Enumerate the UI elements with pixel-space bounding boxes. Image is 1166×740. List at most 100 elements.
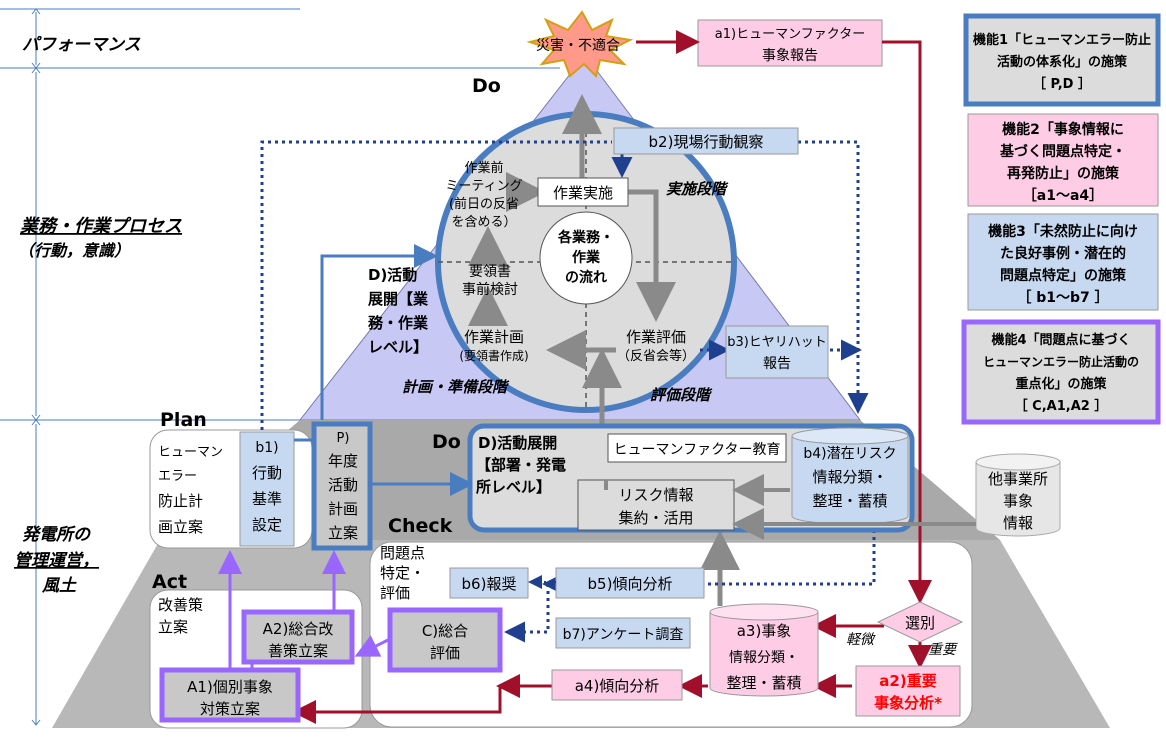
legend-4-line4: ［ C,A1,A2 ］ [1015,398,1108,414]
work-eval-sub: （反省会等） [617,348,695,364]
a1cap-box [159,667,301,723]
a4-label: a4)傾向分析 [575,677,660,695]
selection-diamond [876,601,964,643]
meeting-line4: を含める） [451,214,516,230]
plan-title-line2: エラー [158,469,197,484]
eval-phase-label: 評価段階 [650,386,713,404]
b2-box [613,127,799,155]
accident-star: 災害・不適合 [526,10,634,78]
legend-2-line3: 再発防止」の施策 [1007,165,1120,182]
a1cap-line2: 対策立案 [200,700,260,718]
a1-report-box [697,19,883,67]
legend-3-line1: 機能3「未然防止に向け [988,223,1138,240]
work-exec-label: 作業実施 [553,184,613,202]
legend-3-line2: た良好事例・潜在的 [1000,245,1126,262]
plan-title-line4: 画立案 [158,518,203,536]
plan-title-line1: ヒューマン [158,445,223,460]
d-dept-line1: D)活動展開 [478,434,557,452]
a2cap-box [241,609,355,665]
a2-line2: 事象分析* [874,694,942,712]
cycle-center [539,211,633,305]
p-line2: 年度 [328,452,358,470]
legend-3-line4: ［ b1～b7 ］ [1017,289,1108,306]
center-line1: 各業務・ [557,229,614,246]
c-eval-line1: C)総合 [422,622,468,640]
p-line4: 計画 [328,500,358,518]
other-site-line1: 他事業所 [988,470,1048,488]
work-plan-sub: (要領書作成) [459,348,528,363]
procedure-line1: 要領書 [469,263,511,280]
d-dept-line2: 【部署・発電 [476,456,566,474]
a1-line1: a1)ヒューマンファクター [715,27,865,42]
selection-label: 選別 [905,614,935,632]
gray-dept-arrows [604,474,976,540]
other-site-line3: 情報 [1003,514,1033,532]
a1cap-line1: A1)個別事象 [187,678,273,696]
legend-1-line1: 機能1「ヒューマンエラー防止 [973,32,1151,48]
b1-box [239,431,295,547]
b4-line3: 整理・蓄積 [812,492,887,510]
other-site-line2: 事象 [1003,492,1033,510]
problem-line3: 評価 [380,584,410,602]
legend-1-line3: ［ P,D ］ [1033,76,1091,92]
b2-label: b2)現場行動観察 [649,133,764,151]
b3-line2: 報告 [763,356,791,372]
label-plant-mgmt-3: 風土 [41,576,77,596]
blue-flow-arrows [294,244,474,496]
b5-label: b5)傾向分析 [588,575,673,593]
center-line2: 作業 [572,249,601,266]
d-work-line3: 務・作業 [368,314,429,332]
p-line5: 立案 [328,524,358,542]
red-flow-lines [292,30,932,724]
label-do-mid: Do [432,431,461,453]
label-plant-mgmt-1: 発電所の [22,525,91,545]
legend-1-line2: 活動の体系化」の施策 [997,54,1128,70]
left-axis: パフォーマンス 業務・作業プロセス （行動，意識） 発電所の 管理運営， 風土 [0,8,560,726]
b1-line1: b1) [255,440,278,456]
b3-line1: b3)ヒヤリハット [727,335,827,350]
legend-3-line3: 問題点特定」の施策 [1000,267,1127,284]
legend-item-2 [967,113,1159,207]
label-plant-mgmt-2: 管理運営， [14,551,99,571]
p-line3: 活動 [328,476,358,494]
b4-cylinder [791,427,909,525]
risk-info-line1: リスク情報 [618,486,693,504]
a3-line2: 情報分類・ [729,650,799,666]
a3-line3: 整理・蓄積 [726,674,801,692]
plan-title-line3: 防止計 [158,492,203,510]
b6-box [449,567,529,599]
c-eval-box [387,607,503,673]
label-check: Check [388,515,453,537]
p-line1: P) [337,431,350,446]
work-plan-label: 作業計画 [464,328,524,346]
label-plan: Plan [160,409,207,431]
a2cap-line2: 善策立案 [268,642,328,660]
meeting-line1: 作業前 [464,160,503,176]
legend-2-line2: 基づく問題点特定・ [1000,143,1126,160]
legend-item-4 [961,319,1161,425]
p-box [311,421,373,551]
legend-item-3 [967,213,1159,311]
accident-label: 災害・不適合 [536,37,620,54]
d-dept-line3: 所レベル】 [476,478,551,496]
a2cap-line1: A2)総合改 [263,620,334,638]
b4-line1: b4)潜在リスク [803,446,896,462]
label-do-top: Do [472,75,501,97]
a4-box [551,669,683,701]
problem-line1: 問題点 [380,544,425,562]
label-work-process-sub: （行動，意識） [18,241,130,260]
hf-edu-box [607,433,787,463]
legend-4-line2: ヒューマンエラー防止活動の [983,354,1139,369]
legend-2-line1: 機能2「事象情報に [1002,121,1124,138]
b1-line3: 基準 [252,490,282,508]
b7-label: b7)アンケート調査 [563,627,684,643]
exec-phase-label: 実施段階 [666,180,729,198]
legend-4-line3: 重点化」の施策 [1015,376,1107,392]
center-line3: の流れ [565,269,607,286]
legend-item-1 [963,13,1161,107]
a2-line1: a2)重要 [879,672,936,690]
work-exec-box [537,177,629,207]
b7-box [555,617,691,649]
a3-line1: a3)事象 [737,622,792,640]
